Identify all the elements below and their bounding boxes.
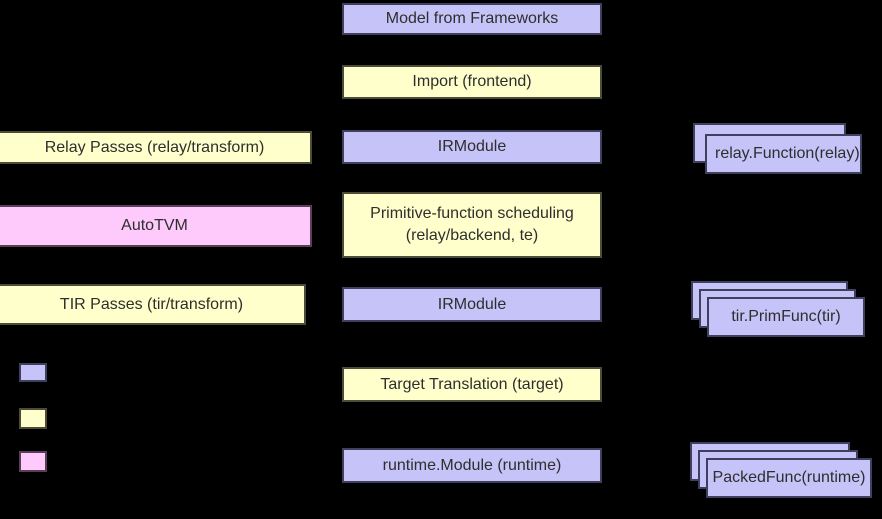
node-import-frontend: Import (frontend) xyxy=(342,65,602,99)
node-relay-passes: Relay Passes (relay/transform) xyxy=(0,131,312,164)
node-primitive-function-scheduling: Primitive-function scheduling (relay/bac… xyxy=(342,192,602,258)
stack-packedfunc-front-card: PackedFunc(runtime) xyxy=(706,458,872,498)
node-primitive-function-scheduling-line1: Primitive-function scheduling xyxy=(370,205,574,223)
node-runtime-module: runtime.Module (runtime) xyxy=(342,448,602,483)
stack-tir-primfunc-front-card: tir.PrimFunc(tir) xyxy=(707,297,865,337)
node-model-from-frameworks: Model from Frameworks xyxy=(342,3,602,35)
node-irmodule-relay: IRModule xyxy=(342,130,602,164)
node-target-translation: Target Translation (target) xyxy=(342,367,602,402)
legend-swatch-purple xyxy=(19,363,47,382)
node-autotvm: AutoTVM xyxy=(0,205,312,247)
node-irmodule-tir: IRModule xyxy=(342,287,602,322)
node-tir-passes: TIR Passes (tir/transform) xyxy=(0,284,306,325)
legend-swatch-yellow xyxy=(19,408,47,429)
node-primitive-function-scheduling-line2: (relay/backend, te) xyxy=(405,227,539,244)
stack-relay-function-front-card: relay.Function(relay) xyxy=(705,134,862,174)
legend-swatch-pink xyxy=(19,451,47,472)
